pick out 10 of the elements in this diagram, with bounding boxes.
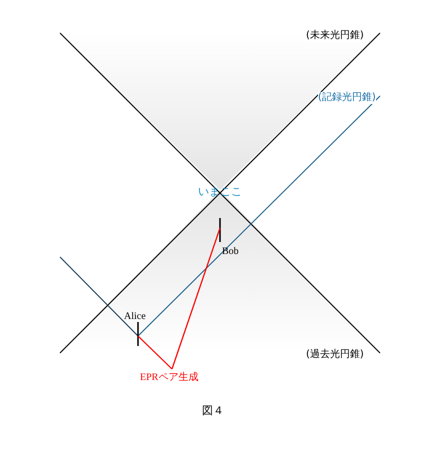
- cone-label: (過去光円錐): [306, 349, 364, 361]
- cone-label: (記録光円錐): [318, 92, 376, 104]
- event-label: いまここ: [198, 186, 242, 198]
- cone-label: (未来光円錐): [306, 30, 364, 42]
- signal-line: [138, 336, 172, 370]
- observer-label: Bob: [222, 246, 239, 258]
- observer-label: Alice: [124, 311, 146, 323]
- figure-caption: 図４: [202, 405, 224, 417]
- event-label: EPRペア生成: [140, 372, 198, 384]
- signal-line: [171, 228, 221, 370]
